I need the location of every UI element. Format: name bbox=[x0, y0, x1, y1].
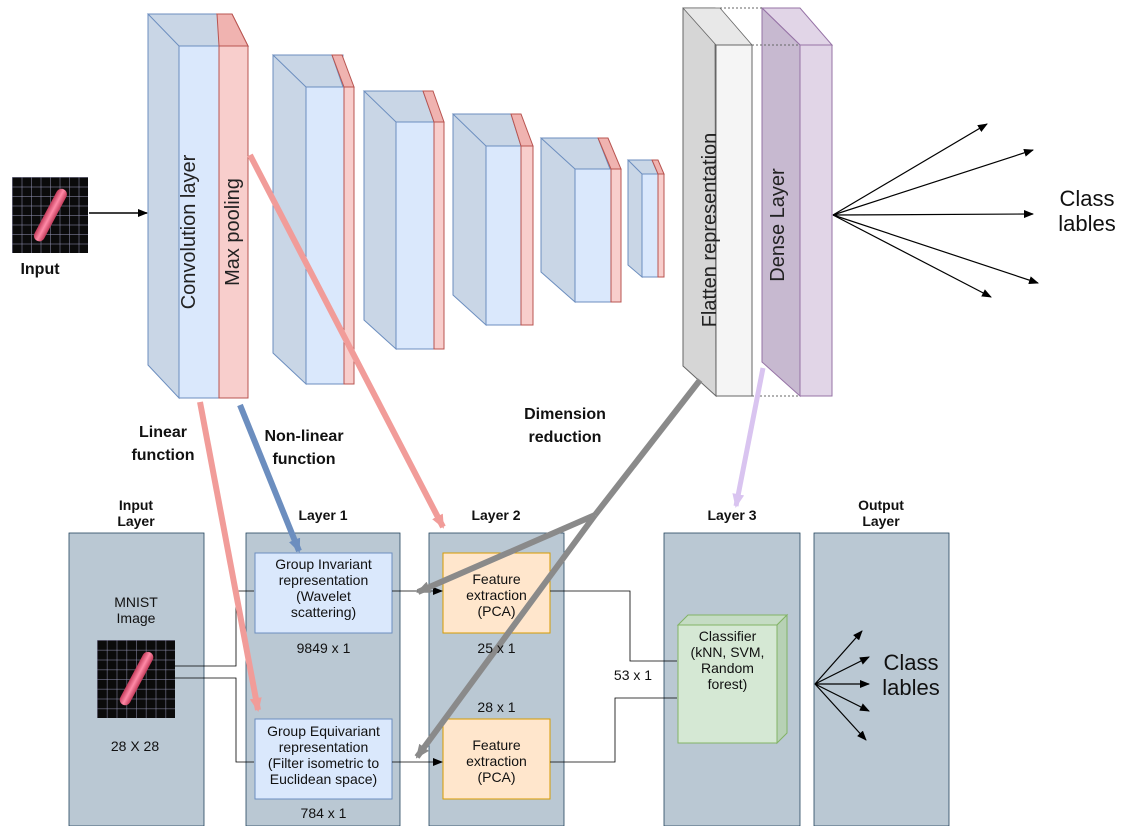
equivariant-size: 784 x 1 bbox=[300, 805, 347, 821]
dimension-reduction-label: Dimension reduction bbox=[524, 406, 606, 447]
conv-block-5 bbox=[539, 137, 622, 303]
class-labels-top: Class lables bbox=[1058, 186, 1116, 237]
conv-block-6 bbox=[626, 159, 665, 279]
equivariant-box bbox=[254, 718, 393, 800]
conv-block-3 bbox=[362, 90, 445, 351]
convolution-layer-label: Convolution layer bbox=[178, 154, 200, 310]
invariant-box bbox=[254, 552, 393, 634]
classifier-text: Classifier (kNN, SVM, Random forest) bbox=[690, 628, 765, 693]
feature-box-1 bbox=[442, 552, 551, 634]
nonlinear-function-label: Non-linear function bbox=[264, 428, 344, 469]
feature-box-2 bbox=[442, 718, 551, 800]
linear-function-label: Linear function bbox=[131, 424, 195, 465]
dimension-reduction-arrows bbox=[414, 378, 703, 759]
concat-size: 53 x 1 bbox=[613, 667, 653, 683]
output-layer-header: Output Layer bbox=[858, 497, 904, 530]
invariant-text: Group Invariant representation (Wavelet … bbox=[275, 556, 372, 621]
nonlinear-function-arrow bbox=[237, 403, 302, 553]
feature-extraction-2-text: Feature extraction (PCA) bbox=[466, 737, 527, 786]
input-label: Input bbox=[20, 261, 60, 278]
class-labels-bottom: Class lables bbox=[882, 650, 940, 701]
output-fan-bottom bbox=[814, 630, 870, 741]
flatten-dense-block bbox=[682, 6, 834, 398]
feature-1-size: 25 x 1 bbox=[477, 640, 516, 656]
mnist-digit-image bbox=[97, 640, 175, 718]
layer2-header: Layer 2 bbox=[471, 507, 521, 523]
dense-layer-label: Dense Layer bbox=[767, 168, 789, 282]
mnist-image-label: MNIST Image bbox=[114, 594, 158, 627]
input-layer-header: Input Layer bbox=[117, 497, 155, 530]
input-digit-image bbox=[12, 177, 88, 253]
conv-block-4 bbox=[451, 113, 534, 327]
connector-lines bbox=[175, 587, 677, 766]
output-layer-column bbox=[813, 532, 950, 826]
conv-block-1 bbox=[146, 13, 250, 400]
feature-extraction-1-text: Feature extraction (PCA) bbox=[466, 571, 527, 620]
mnist-size-label: 28 X 28 bbox=[110, 738, 160, 754]
max-pooling-arrow bbox=[247, 153, 446, 529]
feature-2-size: 28 x 1 bbox=[477, 699, 516, 715]
max-pooling-label: Max pooling bbox=[222, 178, 244, 286]
conv-block-2 bbox=[271, 54, 355, 386]
classifier-box bbox=[676, 613, 789, 745]
layer3-header: Layer 3 bbox=[707, 507, 757, 523]
dense-to-classifier-arrow bbox=[732, 367, 766, 508]
layer1-header: Layer 1 bbox=[298, 507, 348, 523]
flatten-representation-label: Flatten representation bbox=[699, 132, 721, 328]
invariant-size: 9849 x 1 bbox=[296, 640, 351, 656]
linear-function-arrow bbox=[197, 401, 262, 712]
output-fan-top bbox=[832, 123, 1039, 298]
equivariant-text: Group Equivariant representation (Filter… bbox=[267, 723, 380, 788]
